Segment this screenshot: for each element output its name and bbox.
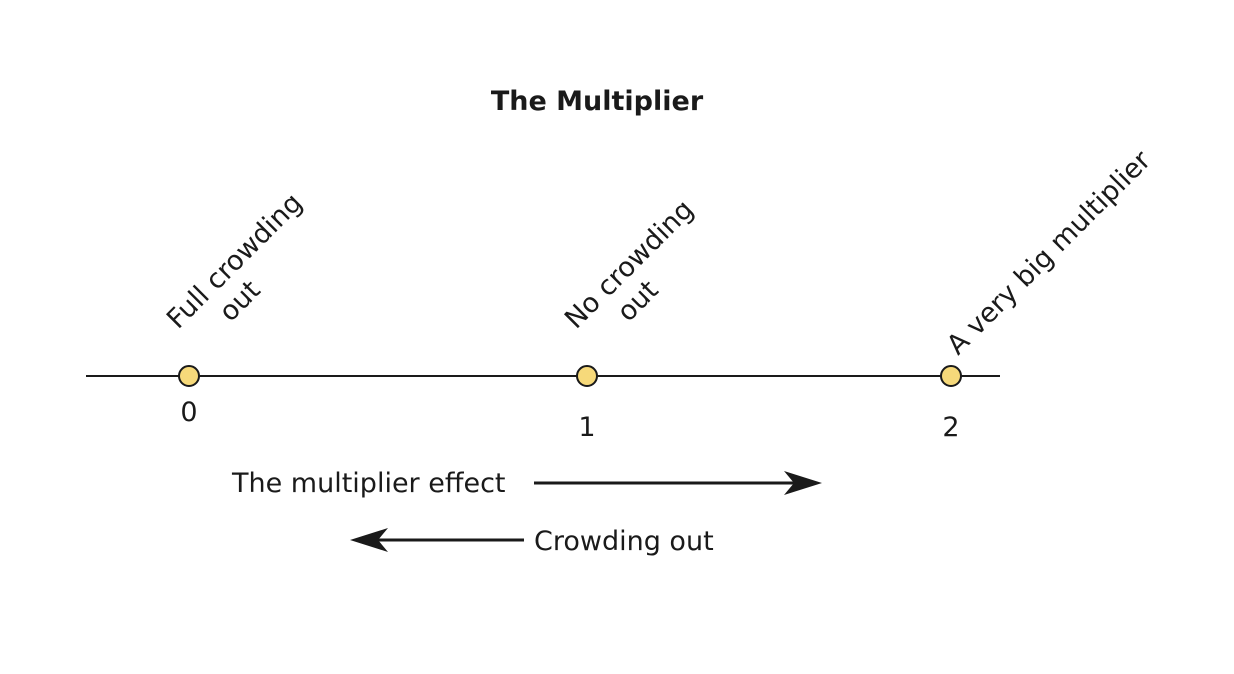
crowding-out-label: Crowding out (534, 526, 714, 557)
crowding-out-arrow-head (350, 528, 388, 552)
point-1-label: No crowding out (559, 194, 700, 335)
point-0-value: 0 (180, 397, 197, 428)
multiplier-effect-arrow-head (784, 471, 822, 495)
point-2-label-line-1: A very big multiplier (941, 144, 1158, 361)
point-2-value: 2 (942, 412, 959, 443)
point-1-value: 1 (578, 412, 595, 443)
point-0-label: Full crowding out (161, 187, 309, 335)
point-1-marker (576, 365, 598, 387)
diagram-title: The Multiplier (491, 86, 704, 117)
point-2-label: A very big multiplier (941, 144, 1158, 361)
multiplier-effect-label: The multiplier effect (231, 468, 506, 499)
point-2-marker (940, 365, 962, 387)
point-0-marker (178, 365, 200, 387)
